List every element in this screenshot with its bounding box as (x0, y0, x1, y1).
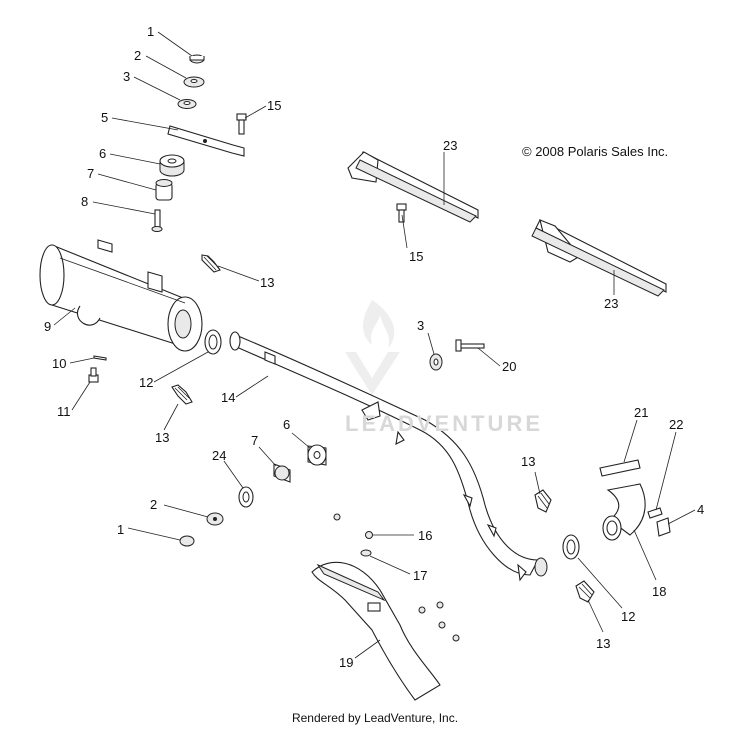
gasket-part-12-right (562, 534, 580, 560)
callout-13-right-top: 13 (521, 454, 535, 469)
callout-12-right: 12 (621, 609, 635, 624)
callout-18: 18 (652, 584, 666, 599)
callout-1: 1 (147, 24, 154, 39)
callout-2-lower: 2 (150, 497, 157, 512)
callout-7: 7 (87, 166, 94, 181)
grommet-part-6-mid (307, 444, 327, 466)
bolt-part-20 (455, 339, 485, 352)
cap-part-4 (656, 517, 671, 537)
callout-7-mid: 7 (251, 433, 258, 448)
callout-16: 16 (418, 528, 432, 543)
bolt-part-15-top (236, 113, 247, 135)
heat-shield-part-23-upper (347, 151, 479, 223)
washer-part-2-lower (206, 512, 224, 526)
bolt-part-15-mid (396, 203, 407, 223)
callout-11: 11 (57, 404, 71, 419)
screw-part-8 (151, 209, 163, 232)
copyright-notice: © 2008 Polaris Sales Inc. (522, 144, 669, 159)
gasket-part-12-left (204, 329, 222, 355)
head-pipe-part-14 (229, 331, 548, 582)
pin-part-10 (93, 355, 107, 361)
callout-4: 4 (697, 502, 704, 517)
callout-14: 14 (221, 390, 235, 405)
nut-part-16 (333, 513, 373, 539)
callout-5: 5 (101, 110, 108, 125)
heat-shield-part-23-lower (531, 219, 667, 297)
watermark-logo-icon (345, 300, 400, 395)
footer-credit: Rendered by LeadVenture, Inc. (291, 711, 459, 725)
callout-15-mid: 15 (409, 249, 423, 264)
callout-17: 17 (413, 568, 427, 583)
watermark-text: LEADVENTURE (345, 411, 544, 436)
washer-part-2 (183, 76, 205, 88)
spring-part-13-b (171, 384, 193, 405)
callout-22: 22 (669, 417, 683, 432)
callout-20: 20 (502, 359, 516, 374)
spring-part-13-right-top (534, 489, 552, 513)
callout-13-a: 13 (260, 275, 274, 290)
callout-12-left: 12 (139, 375, 153, 390)
gasket-part-24 (238, 486, 254, 508)
callout-23-lower: 23 (604, 296, 618, 311)
nut-part-1-lower (179, 535, 195, 547)
callout-6-mid: 6 (283, 417, 290, 432)
muffler-part-9 (39, 239, 203, 352)
callout-1-lower: 1 (117, 522, 124, 537)
nut-part-1 (189, 54, 205, 64)
spring-part-13-a (201, 254, 221, 273)
elbow-part-18 (602, 483, 646, 541)
callout-9: 9 (44, 319, 51, 334)
washer-part-3-right (429, 353, 443, 371)
sleeve-part-7 (155, 179, 173, 201)
gasket-part-22 (647, 507, 663, 519)
sleeve-part-7-mid (273, 463, 291, 483)
callout-8: 8 (81, 194, 88, 209)
rivets-part-19 (418, 601, 460, 642)
washer-part-17 (360, 549, 372, 557)
callout-3: 3 (123, 69, 130, 84)
gasket-part-21 (599, 459, 641, 477)
callout-19: 19 (339, 655, 353, 670)
grommet-part-6 (159, 154, 185, 177)
callout-labels: 1 2 3 5 15 6 7 8 23 15 13 23 9 3 20 10 1… (44, 24, 704, 670)
callout-10: 10 (52, 356, 66, 371)
bolt-part-11 (88, 367, 99, 383)
heat-shield-part-19 (311, 561, 441, 701)
leader-lines (53, 31, 696, 659)
callout-13-right-bottom: 13 (596, 636, 610, 651)
callout-2: 2 (134, 48, 141, 63)
bracket-part-5 (167, 125, 245, 157)
callout-23-upper: 23 (443, 138, 457, 153)
callout-13-b: 13 (155, 430, 169, 445)
callout-6: 6 (99, 146, 106, 161)
callout-3-right: 3 (417, 318, 424, 333)
washer-part-3-top (177, 99, 197, 109)
callout-15-top: 15 (267, 98, 281, 113)
spring-part-13-right-bottom (575, 580, 595, 603)
callout-24: 24 (212, 448, 226, 463)
callout-21: 21 (634, 405, 648, 420)
